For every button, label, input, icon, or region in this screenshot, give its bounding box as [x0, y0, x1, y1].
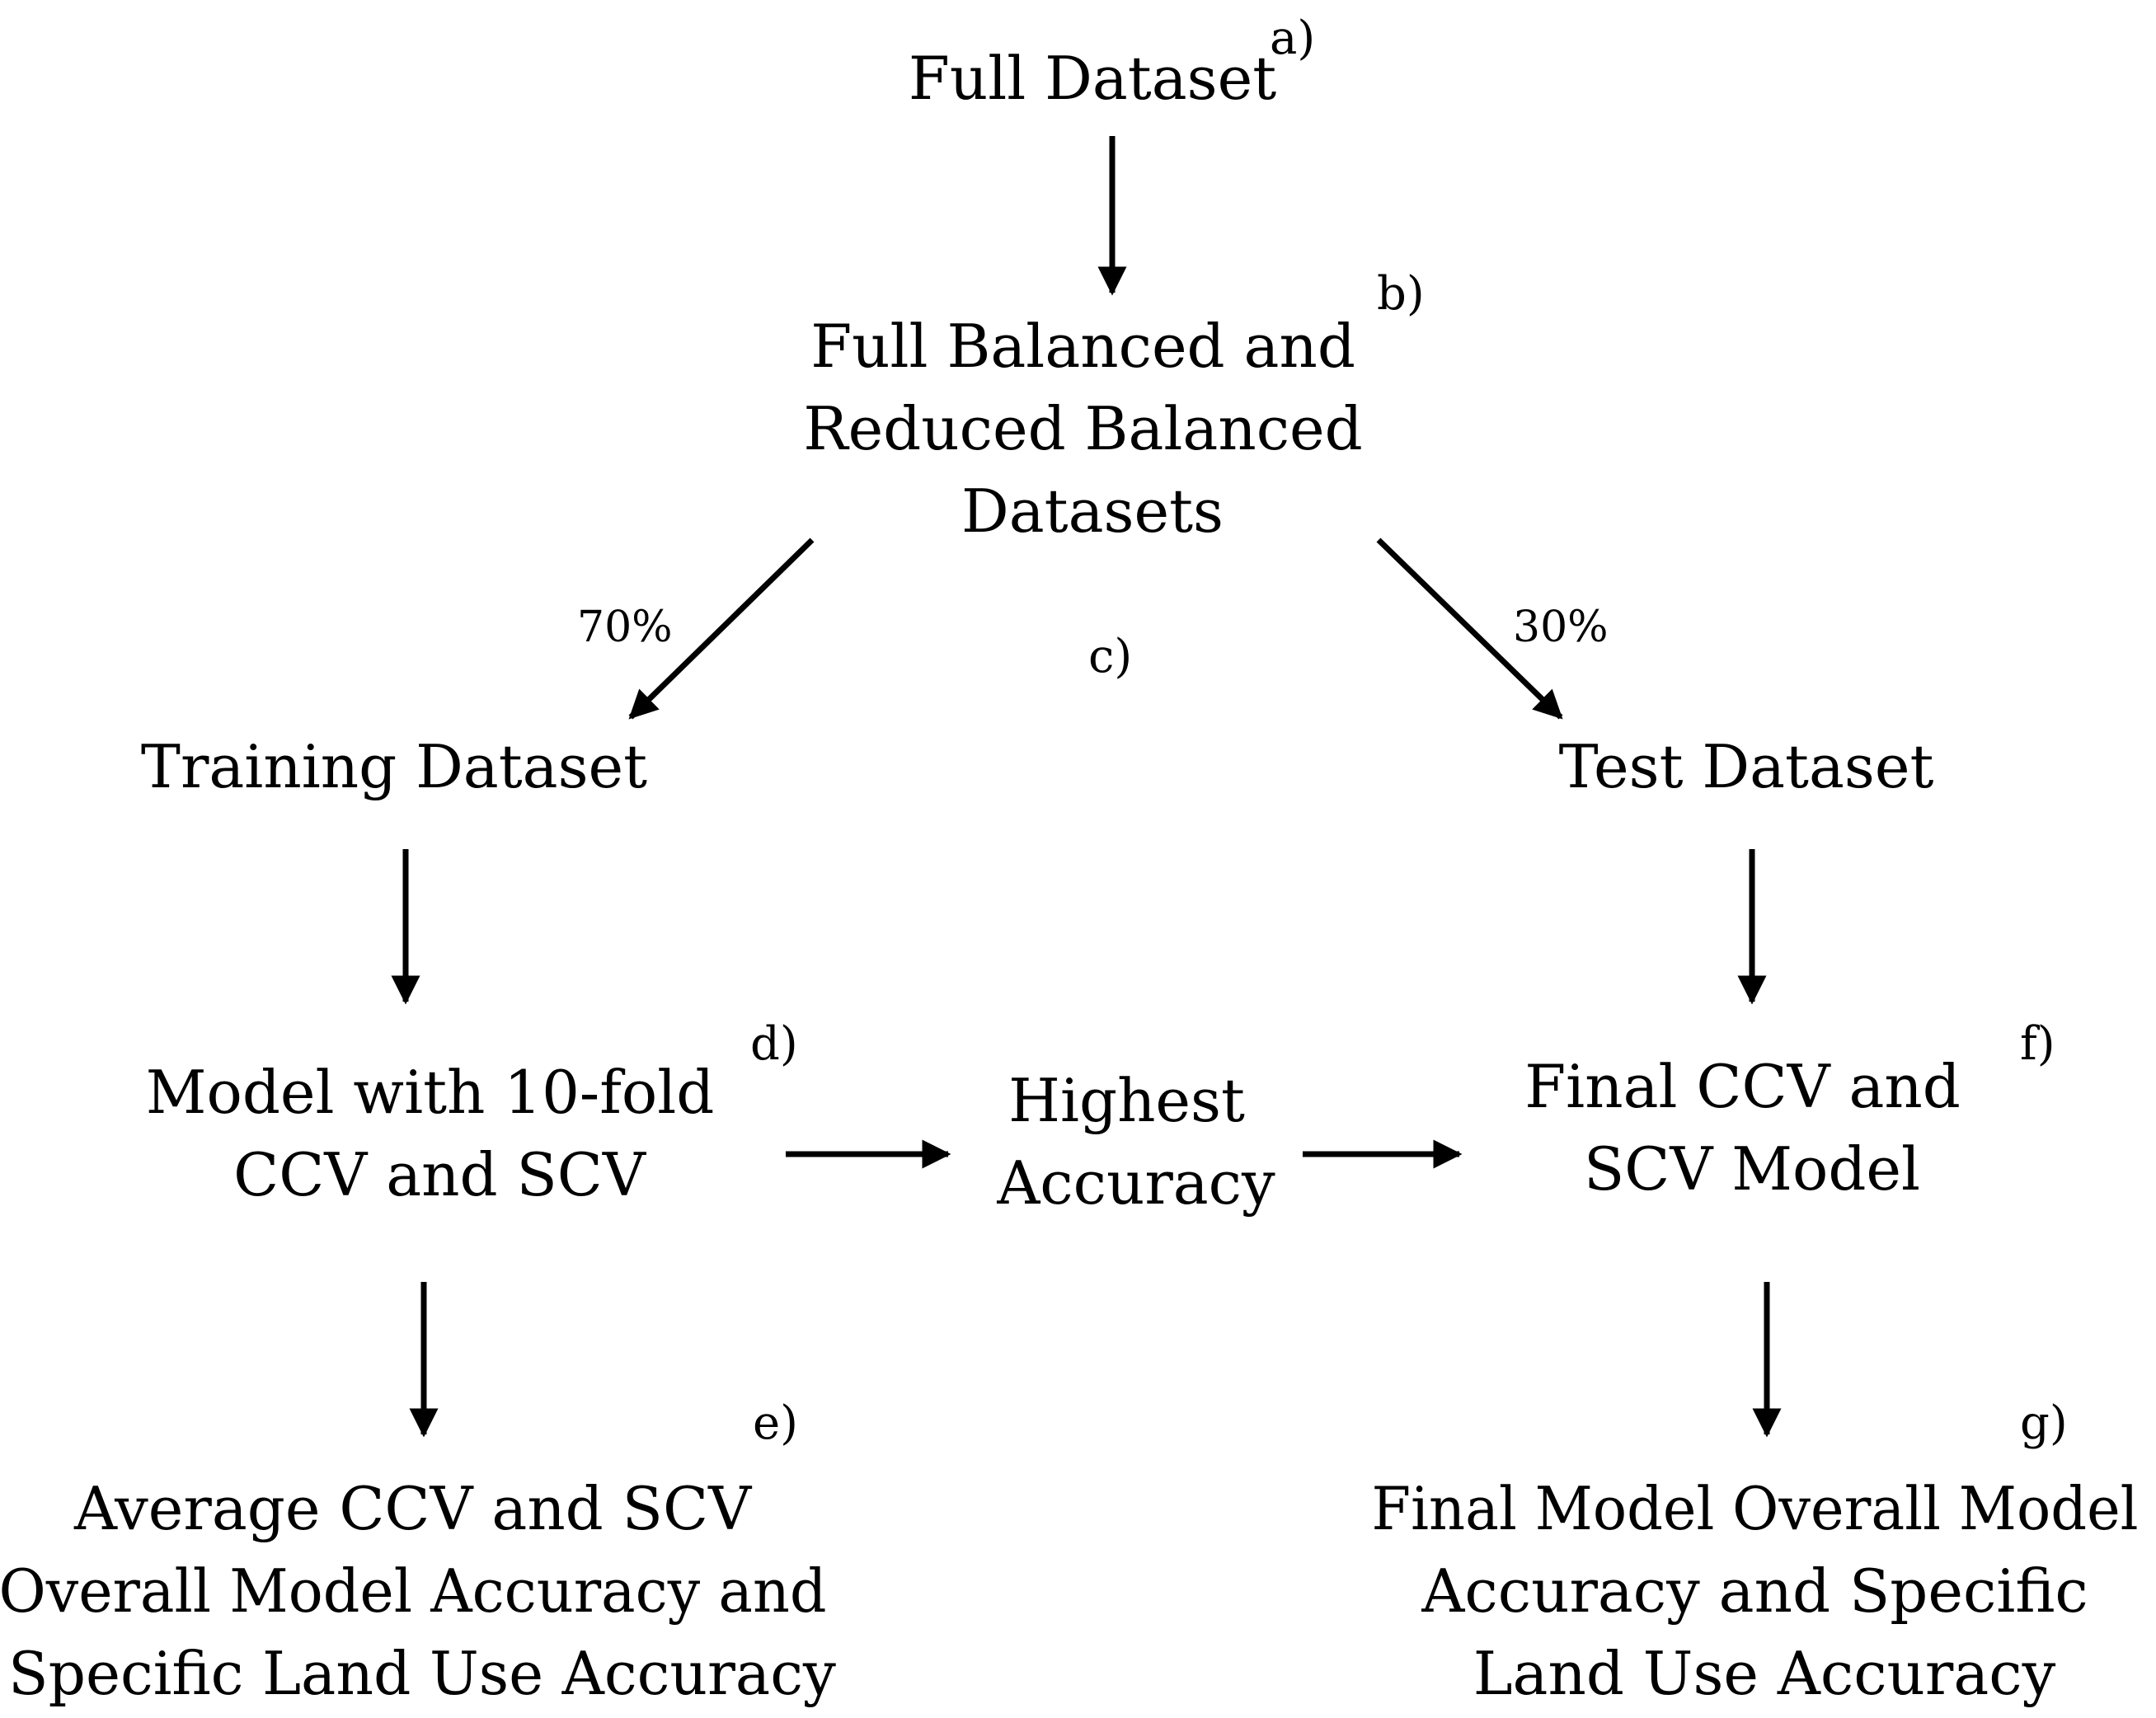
- node-full-dataset: Full Dataset: [909, 44, 1276, 113]
- node-training-dataset: Training Dataset: [141, 732, 647, 801]
- node-line: Accuracy and Specific: [1421, 1556, 2088, 1626]
- tag-d: d): [750, 1017, 798, 1071]
- node-line: Test Dataset: [1559, 732, 1934, 801]
- split-test-label: 30%: [1513, 603, 1609, 652]
- arrow-balanced-to-training: [628, 537, 815, 720]
- tag-g: g): [2020, 1396, 2068, 1450]
- node-line: Full Balanced and: [810, 312, 1355, 381]
- node-line: Specific Land Use Accuracy: [8, 1639, 836, 1708]
- node-line: Datasets: [961, 476, 1224, 546]
- node-line: Accuracy: [996, 1148, 1275, 1218]
- node-line: Model with 10-fold: [146, 1058, 715, 1127]
- split-train-label: 70%: [577, 603, 673, 652]
- tag-b: b): [1377, 267, 1425, 321]
- node-line: Final Model Overall Model: [1372, 1474, 2139, 1543]
- node-test-dataset: Test Dataset: [1559, 732, 1934, 801]
- node-model-10fold: Model with 10-fold CCV and SCV: [146, 1058, 733, 1209]
- tag-c: c): [1088, 630, 1132, 683]
- node-line: Full Dataset: [909, 44, 1276, 113]
- node-final-accuracy: Final Model Overall Model Accuracy and S…: [1372, 1474, 2156, 1708]
- tag-f: f): [2020, 1017, 2055, 1071]
- node-line: Final CCV and: [1524, 1052, 1961, 1121]
- node-line: Overall Model Accuracy and: [0, 1556, 827, 1626]
- node-line: Training Dataset: [141, 732, 647, 801]
- node-highest-accuracy: Highest Accuracy: [996, 1066, 1275, 1218]
- arrow-balanced-to-test: [1376, 537, 1563, 720]
- tag-a: a): [1270, 12, 1315, 65]
- node-line: SCV Model: [1584, 1134, 1920, 1204]
- tag-e: e): [753, 1396, 798, 1450]
- node-balanced-datasets: Full Balanced and Reduced Balanced Datas…: [803, 312, 1381, 546]
- node-line: Land Use Accuracy: [1473, 1639, 2056, 1708]
- node-line: Average CCV and SCV: [73, 1474, 753, 1543]
- node-line: CCV and SCV: [233, 1140, 647, 1209]
- node-average-accuracy: Average CCV and SCV Overall Model Accura…: [0, 1474, 845, 1708]
- node-final-model: Final CCV and SCV Model: [1524, 1052, 1980, 1204]
- node-line: Highest: [1008, 1066, 1245, 1135]
- node-line: Reduced Balanced: [803, 394, 1362, 463]
